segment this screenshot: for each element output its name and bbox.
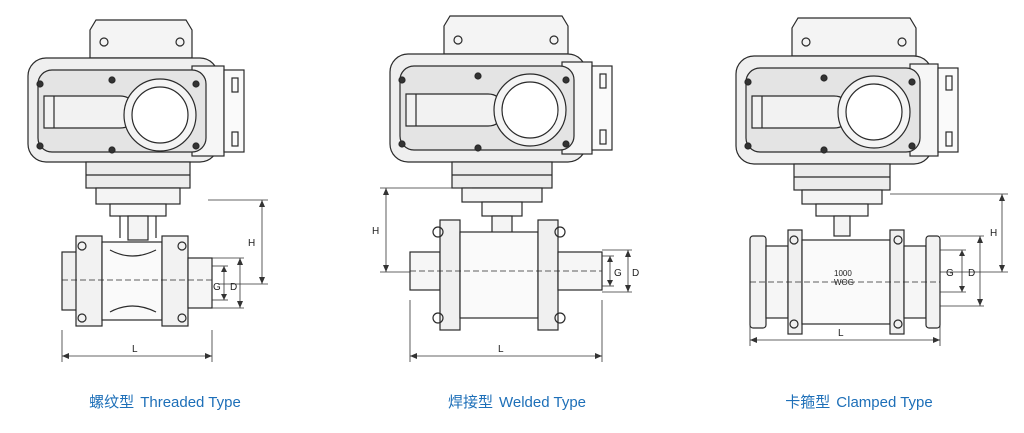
dimension-d-label: D xyxy=(632,268,639,279)
dimension-l-label: L xyxy=(132,344,138,355)
threaded-valve-panel: H D G L 螺纹型 Threaded Type xyxy=(0,0,330,433)
dimension-d-label: D xyxy=(968,268,975,279)
dimension-g-label: G xyxy=(946,268,954,279)
dimension-h-label: H xyxy=(248,238,255,249)
body-marking-1000: 1000 xyxy=(834,269,852,278)
caption-english: Clamped Type xyxy=(836,394,933,411)
dimension-l-label: L xyxy=(838,328,844,339)
clamped-type-caption: 卡箍型 Clamped Type xyxy=(694,391,1024,412)
threaded-type-caption: 螺纹型 Threaded Type xyxy=(0,391,330,412)
body-marking-wog: WOG xyxy=(834,278,854,287)
dimension-l-label: L xyxy=(498,344,504,355)
welded-valve-panel: H D G L 焊接型 Welded Type xyxy=(352,0,682,433)
threaded-valve-drawing: H D G L xyxy=(27,19,268,362)
dimension-g-label: G xyxy=(213,282,221,293)
caption-english: Threaded Type xyxy=(140,394,241,411)
dimension-h-label: H xyxy=(372,226,379,237)
dimension-g-label: G xyxy=(614,268,622,279)
caption-english: Welded Type xyxy=(499,394,587,411)
dimension-h-label: H xyxy=(990,228,997,239)
clamped-valve-panel: 1000 WOG H D G L 卡箍型 Clamped Type xyxy=(694,0,1024,433)
caption-chinese: 螺纹型 xyxy=(89,393,135,411)
caption-chinese: 卡箍型 xyxy=(785,393,831,411)
caption-chinese: 焊接型 xyxy=(447,393,493,411)
clamped-valve-drawing: 1000 WOG H D G L xyxy=(735,17,1008,346)
welded-type-caption: 焊接型 Welded Type xyxy=(352,391,682,412)
welded-valve-drawing: H D G L xyxy=(372,15,639,362)
dimension-d-label: D xyxy=(230,282,237,293)
